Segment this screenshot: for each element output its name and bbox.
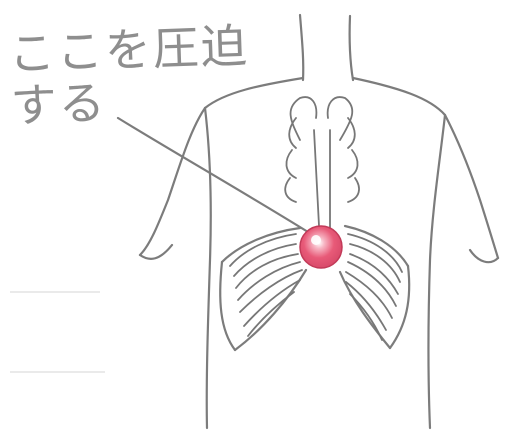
annotation-line-1: ここを圧迫 (8, 20, 250, 80)
ribcage-left (220, 228, 306, 350)
pointer-line (118, 118, 308, 232)
pressure-point-marker (300, 226, 342, 268)
ribcage-right (340, 226, 409, 348)
annotation-label: ここを圧迫 する (8, 20, 251, 132)
annotation-line-2: する (10, 72, 252, 132)
upper-chest-structure (285, 97, 359, 245)
paper-faint-lines (10, 292, 105, 372)
